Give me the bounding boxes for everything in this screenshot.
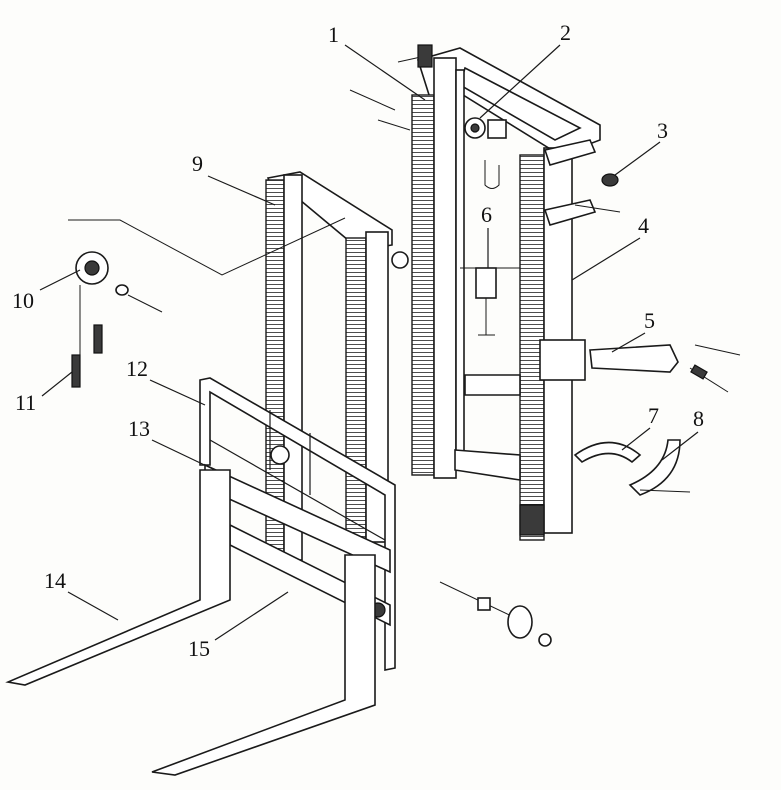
bracket-6-rod — [460, 267, 520, 336]
snap-ring — [115, 284, 129, 296]
bushing-3 — [601, 173, 619, 187]
outer-mast-bottom-crossbar — [454, 449, 521, 481]
axis-line-10 — [127, 294, 163, 313]
backrest-bar — [209, 439, 386, 541]
cap-bolt — [639, 489, 691, 493]
callout-11: 11 — [15, 390, 36, 415]
side-nut — [477, 597, 491, 611]
carriage-roller — [270, 445, 290, 465]
cylinder-support-bracket-6 — [475, 267, 497, 299]
roller-10-reference-line — [68, 217, 346, 276]
callout-8: 8 — [693, 406, 704, 431]
callout-13: 13 — [128, 416, 150, 441]
inner-mast-right-rail-web — [365, 231, 389, 543]
bolt-3 — [574, 204, 621, 213]
side-roller — [507, 605, 533, 639]
callout-4: 4 — [638, 213, 649, 238]
tilt-pin-5 — [589, 344, 679, 373]
callout-10: 10 — [12, 288, 34, 313]
callout-7: 7 — [648, 403, 659, 428]
chain-link — [93, 324, 103, 354]
roller-2-hub — [470, 123, 480, 133]
roller-10-hub — [84, 260, 100, 276]
leader-lines — [39, 44, 699, 641]
callout-5: 5 — [644, 308, 655, 333]
bearing-cap-8 — [628, 439, 681, 496]
callout-14: 14 — [44, 568, 66, 593]
tilt-bracket-2 — [543, 139, 597, 166]
chain-11 — [71, 354, 81, 388]
callout-3: 3 — [657, 118, 668, 143]
fork-left-14 — [5, 469, 231, 686]
outer-mast-left-flange — [455, 69, 465, 461]
outer-mast-left-rail — [411, 94, 435, 476]
callout-12: 12 — [126, 356, 148, 381]
callout-9: 9 — [192, 151, 203, 176]
outer-mast-rail-foot — [519, 504, 545, 536]
inner-mast-right-rail — [345, 237, 367, 539]
inner-mast-sheave — [391, 251, 409, 269]
fork-right-15 — [151, 554, 376, 776]
callout-6: 6 — [481, 202, 492, 227]
tilt-cylinder-mount-5 — [539, 339, 586, 381]
outer-mast-middle-crossbar — [464, 374, 521, 396]
bearing-half-7 — [573, 441, 642, 464]
pin-nut — [690, 364, 708, 380]
inner-mast — [265, 171, 409, 561]
u-bolt — [484, 160, 500, 189]
callout-1: 1 — [328, 22, 339, 47]
chain-anchor-block — [487, 119, 507, 139]
top-chain-anchor — [417, 44, 433, 68]
callout-2: 2 — [560, 20, 571, 45]
side-snap-ring — [538, 633, 552, 647]
outer-mast-left-rail-web — [433, 57, 457, 479]
callout-15: 15 — [188, 636, 210, 661]
